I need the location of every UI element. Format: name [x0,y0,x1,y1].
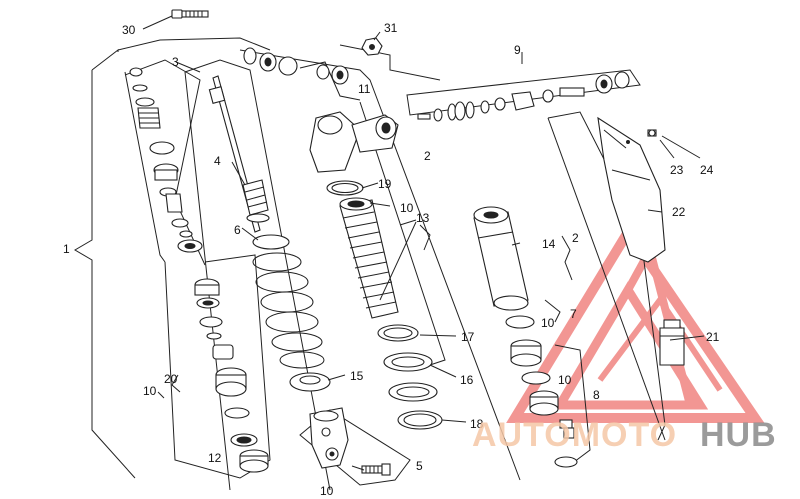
shock-body-top-icon [309,111,399,173]
reservoir-14-icon [473,206,529,311]
watermark-part1: AUTOMOTO [472,416,677,454]
label-14: 14 [542,237,556,251]
label-20: 20 [164,372,178,386]
bolt-30-icon [171,9,209,19]
mudguard-22-icon [597,116,666,263]
callout-labels: 30 31 3 9 11 2 4 19 10 13 23 24 22 6 2 1… [63,21,720,498]
watermark-text: AUTOMOTO HUB [472,416,777,454]
spring-preload-nut-16-icon [383,352,438,402]
threaded-body-13-icon [339,197,399,319]
kit-left-stack [129,67,203,253]
label-2a: 2 [424,149,431,163]
label-8: 8 [593,388,600,402]
label-30: 30 [122,23,136,37]
coil-spring-icon [252,234,325,369]
kit-20-stack [194,278,269,473]
leader-lines [142,15,705,471]
ring-17-icon [377,324,419,342]
label-16: 16 [460,373,474,387]
valve-assembly-9-icon [417,71,630,122]
label-2b: 2 [572,231,579,245]
label-11: 11 [358,82,371,96]
label-31: 31 [384,21,398,35]
lower-eyelet-icon [309,407,349,469]
label-1: 1 [63,242,70,256]
label-10b: 10 [541,316,555,330]
label-21: 21 [706,330,720,344]
oil-bottle-21-icon [659,319,685,366]
label-3: 3 [172,55,179,69]
nut-31-icon [361,37,383,56]
label-17: 17 [461,330,475,344]
label-12: 12 [208,451,222,465]
top-bushings-icon [243,47,349,85]
reservoir-cap-parts-icon [505,315,578,468]
damper-rod-icon [208,75,270,233]
label-23: 23 [670,163,684,177]
bolt-5-icon [361,463,391,476]
label-10e: 10 [320,484,334,498]
label-18: 18 [470,417,484,431]
label-15: 15 [350,369,364,383]
label-5: 5 [416,459,423,473]
spring-seat-icon [289,372,331,392]
label-6: 6 [234,223,241,237]
label-22: 22 [672,205,686,219]
label-10a: 10 [400,201,414,215]
label-10c: 10 [558,373,572,387]
ring-18-icon [397,410,443,430]
watermark-part2: HUB [700,416,777,454]
brace-marks [157,224,573,399]
label-24: 24 [700,163,714,177]
label-9: 9 [514,43,521,57]
label-13: 13 [416,211,430,225]
label-4: 4 [214,154,221,168]
oring-19-icon [326,180,364,196]
label-10d: 10 [143,384,157,398]
label-19: 19 [378,177,392,191]
label-7: 7 [570,307,577,321]
